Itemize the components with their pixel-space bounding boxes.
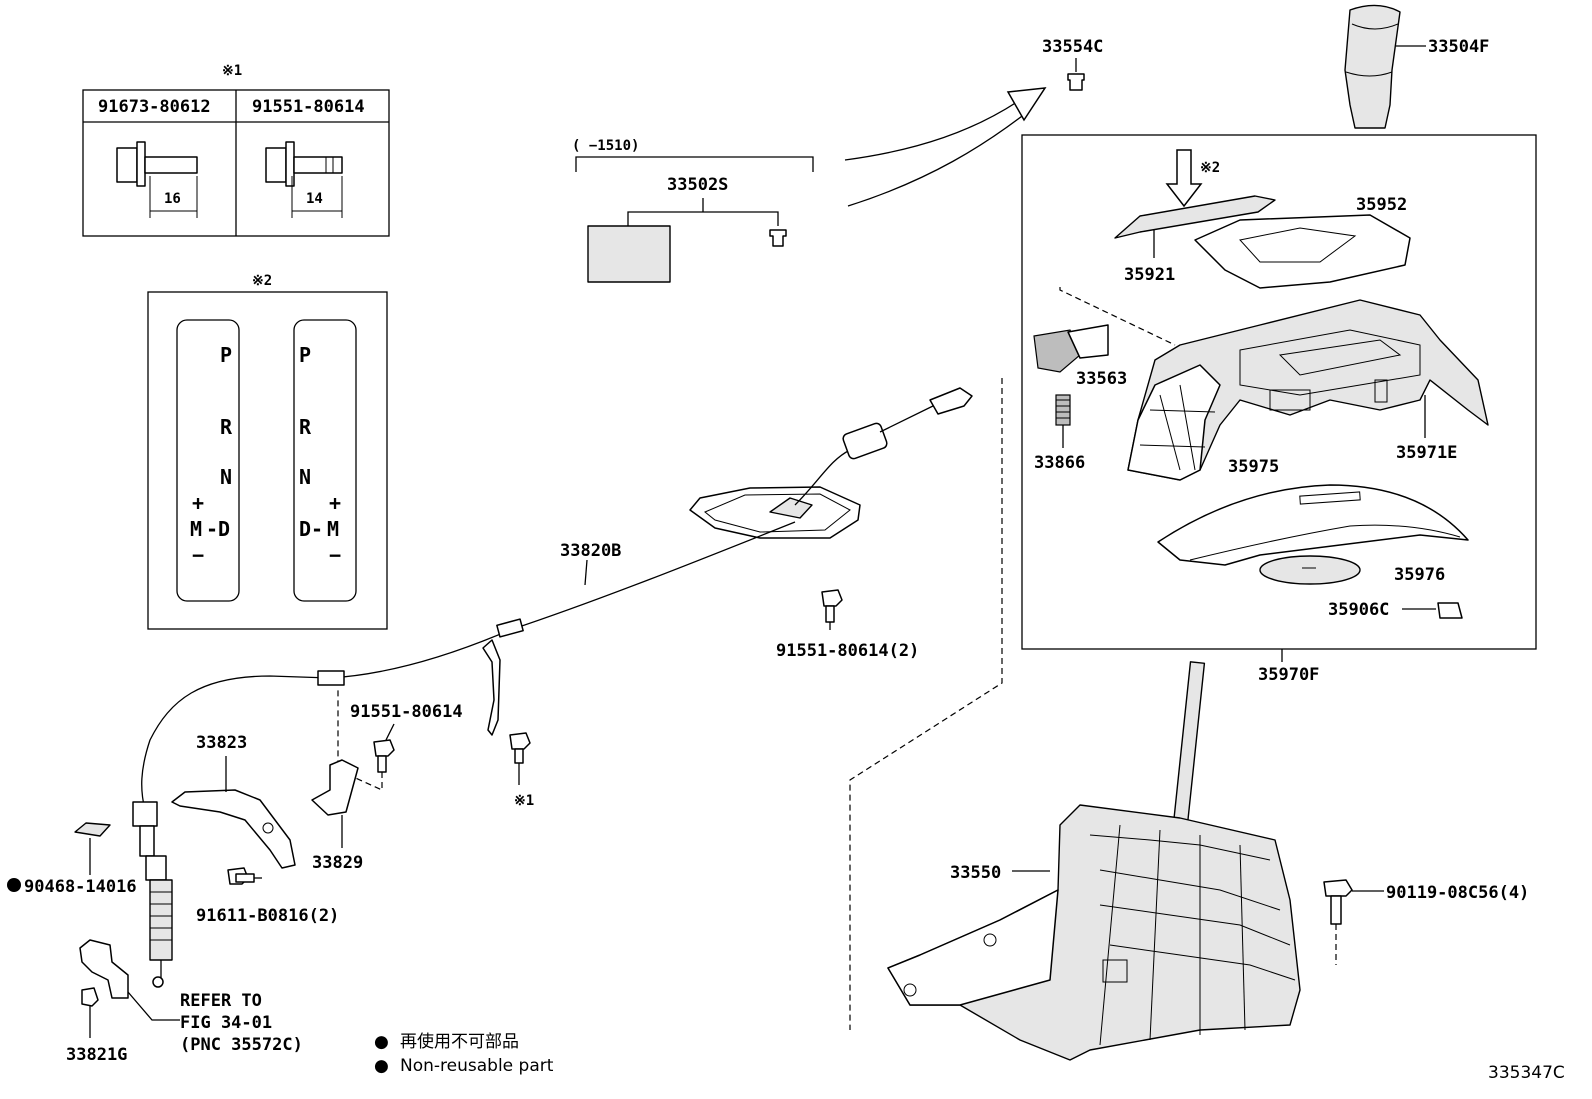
legend-jp: 再使用不可部品	[400, 1031, 519, 1052]
note2-mark-console: ※2	[1200, 160, 1220, 176]
shift-cable-33820B	[132, 387, 973, 988]
flange-bolt-16-icon: 16	[116, 141, 198, 218]
label-33550: 33550	[950, 863, 1001, 883]
flange-bolt-14-icon: 14	[265, 141, 343, 218]
bolt-length-16: 16	[164, 191, 181, 207]
bushing-33821G	[81, 987, 99, 1007]
bolt-note1-cable	[509, 732, 531, 785]
legend-en: Non-reusable part	[400, 1056, 554, 1076]
note1-mark-cable: ※1	[514, 793, 534, 809]
housing-35971E	[1127, 299, 1489, 481]
label-35906C: 35906C	[1328, 600, 1389, 620]
panel-35975	[1157, 484, 1469, 566]
non-reusable-dot	[7, 878, 21, 892]
cap-icon	[1067, 73, 1085, 91]
bolt-91551-80614-boot	[821, 589, 843, 630]
label-35952: 35952	[1356, 195, 1407, 215]
console-assembly-box: 35970F ※2 35921 35952 33563 33866	[1021, 134, 1537, 685]
right-gate-plus: +	[329, 491, 341, 515]
label-33866: 33866	[1034, 453, 1085, 473]
right-gate-minus: −	[329, 543, 341, 567]
indicator-plate-35952	[1194, 214, 1411, 289]
right-gate-r: R	[299, 415, 312, 439]
legend: ● 再使用不可部品 ● Non-reusable part	[374, 1031, 554, 1076]
arrow-icon	[1006, 87, 1047, 122]
label-33829: 33829	[312, 853, 363, 873]
spring-33866	[1055, 394, 1071, 448]
left-gate-n: N	[220, 465, 232, 489]
assembly-dash-line	[849, 378, 1003, 1030]
label-33504F: 33504F	[1428, 37, 1489, 57]
label-91611-B0816-2: 91611-B0816(2)	[196, 906, 339, 926]
refer-line1: REFER TO	[180, 991, 262, 1011]
label-35971E: 35971E	[1396, 443, 1457, 463]
label-91551-80614-2: 91551-80614(2)	[776, 641, 919, 661]
label-35921: 35921	[1124, 265, 1175, 285]
left-gate-plus: +	[192, 491, 204, 515]
bolt-length-14: 14	[306, 191, 323, 207]
trim-strip-35921	[1114, 195, 1276, 239]
label-33823: 33823	[196, 733, 247, 753]
bracket-33829	[311, 759, 359, 816]
label-35975: 35975	[1228, 457, 1279, 477]
legend-bullet-2: ●	[374, 1056, 389, 1076]
emblem-plate-icon	[587, 225, 671, 283]
label-33821G: 33821G	[66, 1045, 127, 1065]
bracket-33823	[171, 789, 296, 869]
label-33554C: 33554C	[1042, 37, 1103, 57]
bolt-part-91673-80612: 91673-80612	[98, 97, 211, 117]
bolt-91551-80614	[373, 739, 395, 773]
refer-line3: (PNC 35572C)	[180, 1035, 303, 1055]
label-90468-14016: 90468-14016	[24, 877, 137, 897]
shift-gate-panel: ※2 P R N + M -D − P R N + D- M −	[147, 273, 388, 630]
note2-mark: ※2	[252, 273, 272, 289]
refer-line2: FIG 34-01	[180, 1013, 272, 1033]
note1-mark: ※1	[222, 63, 242, 79]
label-35976: 35976	[1394, 565, 1445, 585]
left-gate-m: M	[190, 517, 202, 541]
left-gate-d: -D	[206, 517, 230, 541]
bolt-90119-08C56	[1323, 879, 1353, 965]
shift-knob-icon	[1344, 4, 1401, 129]
knob-group: 33554C 33504F	[1042, 4, 1489, 129]
right-gate-n: N	[299, 465, 311, 489]
bolt-table: ※1 91673-80612 91551-80614 16 14	[82, 63, 390, 237]
left-gate-minus: −	[192, 543, 204, 567]
bolt-part-91551-80614: 91551-80614	[252, 97, 365, 117]
clip-90468-14016	[74, 822, 111, 837]
label-33820B: 33820B	[560, 541, 621, 561]
sheet-35976	[1259, 555, 1361, 585]
label-33502S: 33502S	[667, 175, 728, 195]
label-35970F: 35970F	[1258, 665, 1319, 685]
shifter-base-33550	[887, 661, 1301, 1061]
label-91551-80614: 91551-80614	[350, 702, 463, 722]
right-gate-d: D-	[299, 517, 323, 541]
switch-33563	[1033, 329, 1081, 373]
right-gate-p: P	[299, 343, 311, 367]
date-range: ( −1510)	[572, 138, 639, 154]
figure-id: 335347C	[1488, 1063, 1565, 1083]
label-33563: 33563	[1076, 369, 1127, 389]
label-90119-08C56: 90119-08C56(4)	[1386, 883, 1529, 903]
down-arrow-icon	[1165, 149, 1203, 208]
emblem-kit-33502S: ( −1510) 33502S	[572, 87, 1047, 283]
clip-35906C	[1437, 602, 1463, 619]
cable-end-bracket	[79, 939, 129, 999]
bolt-91611-B0816	[227, 867, 255, 885]
left-gate-r: R	[220, 415, 233, 439]
left-gate-p: P	[220, 343, 232, 367]
right-gate-m: M	[327, 517, 339, 541]
legend-bullet-1: ●	[374, 1032, 389, 1052]
clip-icon	[769, 229, 787, 247]
